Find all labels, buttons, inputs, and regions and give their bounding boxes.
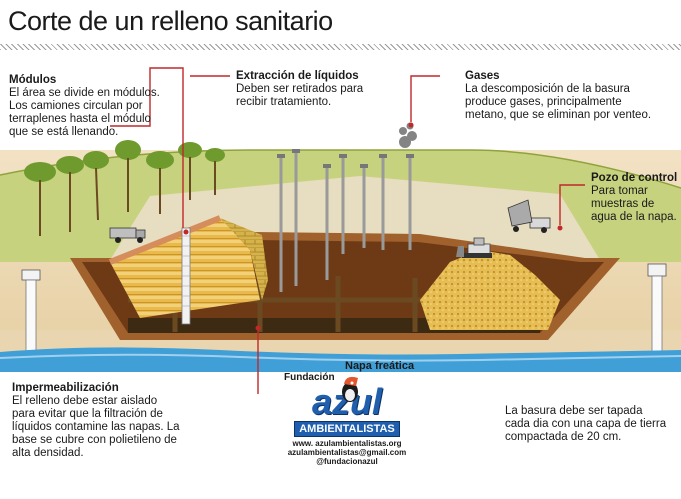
imper-line-1: El relleno debe estar aislado xyxy=(12,395,158,407)
modulos-line-3: terraplenes hasta el módulo xyxy=(9,113,151,125)
basura-line-3: compactada de 20 cm. xyxy=(505,431,622,443)
pozo-line-3: agua de la napa. xyxy=(591,211,677,223)
pozo-line-1: Para tomar xyxy=(591,185,648,197)
gas-smoke-icon xyxy=(399,122,417,148)
gases-line-3: metano, que se eliminan por venteo. xyxy=(465,109,652,121)
callout-lines xyxy=(110,67,585,394)
callout-impermeabilizacion: Impermeabilización El relleno debe estar… xyxy=(12,382,180,460)
impermeabilizacion-heading: Impermeabilización xyxy=(12,382,119,394)
module-face xyxy=(220,218,268,300)
gas-vent-pipes xyxy=(279,153,412,292)
truck-left-icon xyxy=(109,227,146,243)
imper-line-5: alta densidad. xyxy=(12,447,84,459)
extraccion-line-1: Deben ser retirados para xyxy=(236,83,364,95)
trees xyxy=(24,140,225,236)
page-title: Corte de un relleno sanitario xyxy=(8,6,333,36)
modulos-line-4: que se está llenando. xyxy=(9,126,119,138)
dump-truck-right-icon xyxy=(507,199,551,233)
fundacion-label: Fundación xyxy=(284,372,335,383)
title-divider xyxy=(0,44,681,50)
pozo-heading: Pozo de control xyxy=(591,172,678,184)
gases-heading: Gases xyxy=(465,70,500,82)
imper-line-3: líquidos contamine las napas. La xyxy=(12,421,180,433)
napa-label: Napa freática xyxy=(345,360,415,372)
modulos-line-1: El área se divide en módulos. xyxy=(9,87,160,99)
callout-extraccion: Extracción de líquidos Deben ser retirad… xyxy=(236,70,363,109)
pozo-line-2: muestras de xyxy=(591,198,655,210)
modulos-heading: Módulos xyxy=(9,74,57,86)
callout-modulos: Módulos El área se divide en módulos. Lo… xyxy=(9,74,160,139)
extraccion-heading: Extracción de líquidos xyxy=(236,70,359,82)
vent-caps xyxy=(277,149,414,168)
callout-pozo: Pozo de control Para tomar muestras de a… xyxy=(591,172,677,224)
callout-gases: Gases La descomposición de la basura pro… xyxy=(465,70,651,122)
bird-mascot-icon xyxy=(342,376,358,402)
cover-soil-layer xyxy=(108,215,222,265)
basura-line-2: cada dia con una capa de tierra xyxy=(505,418,667,430)
gases-line-2: produce gases, principalmente xyxy=(465,96,622,108)
modulos-line-2: Los camiones circulan por xyxy=(9,100,143,112)
logo-sub: AMBIENTALISTAS xyxy=(294,421,400,437)
basura-line-1: La basura debe ser tapada xyxy=(505,405,643,417)
imper-line-4: base se cubre con polietileno de xyxy=(12,434,177,446)
bulldozer-icon xyxy=(456,237,492,258)
fundacion-email[interactable]: azulambientalistas@gmail.com xyxy=(287,448,407,457)
callout-basura: La basura debe ser tapada cada dia con u… xyxy=(505,405,666,444)
fundacion-web[interactable]: www. azulambientalistas.org xyxy=(292,439,402,448)
garbage-pile xyxy=(420,250,560,330)
gases-line-1: La descomposición de la basura xyxy=(465,83,630,95)
fundacion-handle[interactable]: @fundacionazul xyxy=(316,457,378,466)
extraccion-line-2: recibir tratamiento. xyxy=(236,96,332,108)
imper-line-2: para evitar que la filtración de xyxy=(12,408,163,420)
